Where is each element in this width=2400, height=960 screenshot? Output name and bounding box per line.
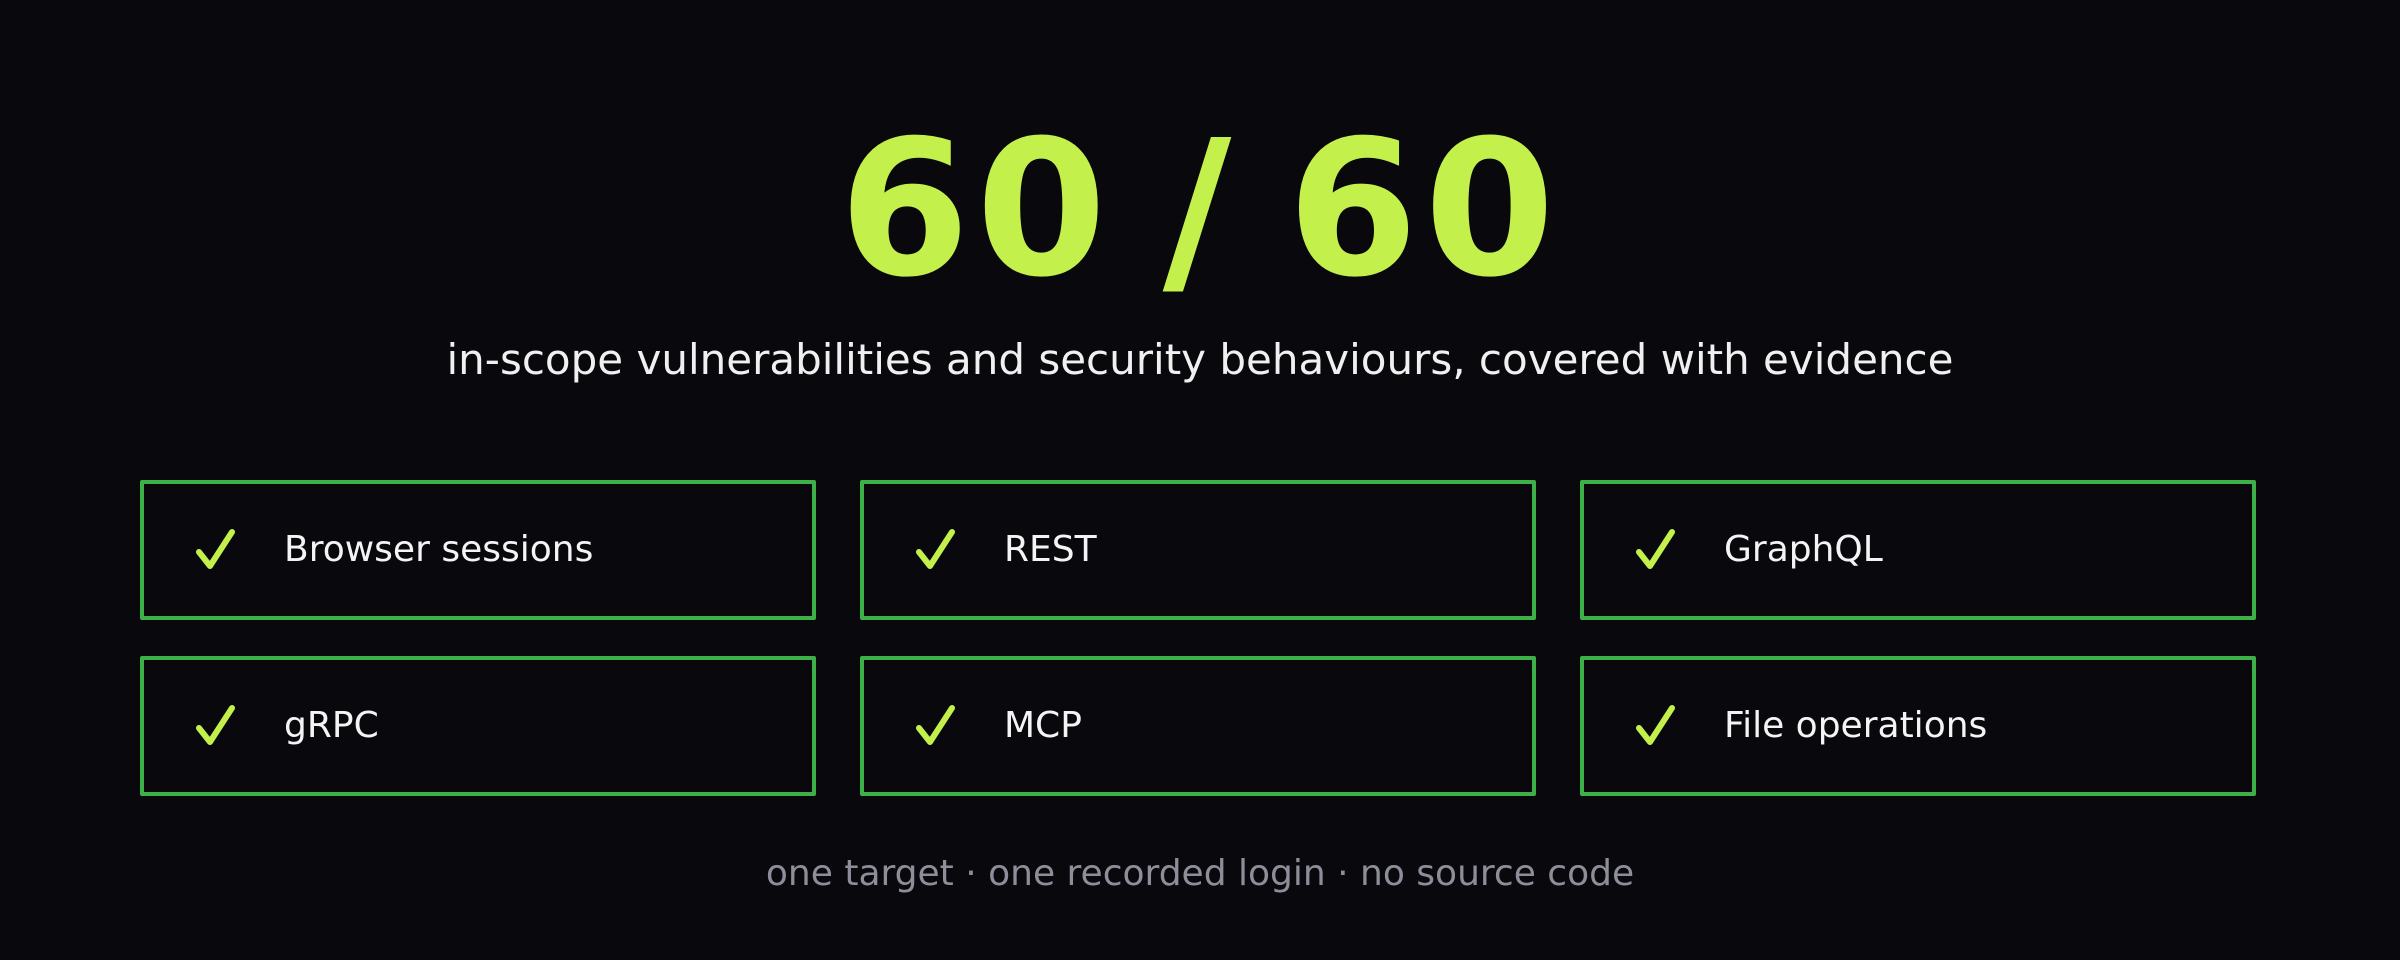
coverage-card-browser-sessions: Browser sessions — [140, 480, 816, 620]
card-label: REST — [1004, 529, 1097, 570]
coverage-headline: 60/60 — [0, 110, 2400, 310]
check-icon — [1636, 529, 1675, 569]
coverage-card-mcp: MCP — [860, 656, 1536, 796]
coverage-card-graphql: GraphQL — [1580, 480, 2256, 620]
check-icon — [916, 529, 955, 569]
footer-note: one target · one recorded login · no sou… — [765, 853, 1635, 894]
total-count: 60 — [1287, 100, 1561, 319]
card-label: GraphQL — [1724, 529, 1883, 570]
covered-count: 60 — [839, 100, 1113, 319]
coverage-card-rest: REST — [860, 480, 1536, 620]
check-icon — [196, 529, 235, 569]
card-label: Browser sessions — [284, 529, 594, 570]
card-label: MCP — [1004, 705, 1082, 746]
count-separator: / — [1162, 100, 1238, 319]
check-icon — [196, 705, 235, 745]
card-label: gRPC — [284, 705, 379, 746]
coverage-subtitle: in-scope vulnerabilities and security be… — [446, 335, 1954, 384]
coverage-grid: Browser sessions REST GraphQL gRPC MCP F… — [140, 480, 2260, 800]
coverage-card-grpc: gRPC — [140, 656, 816, 796]
card-label: File operations — [1724, 705, 1988, 746]
coverage-card-file-operations: File operations — [1580, 656, 2256, 796]
check-icon — [916, 705, 955, 745]
check-icon — [1636, 705, 1675, 745]
